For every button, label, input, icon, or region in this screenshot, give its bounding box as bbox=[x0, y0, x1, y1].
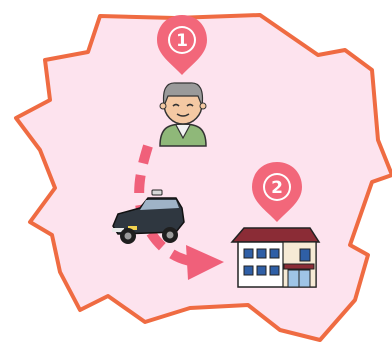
pin-2-label: 2 bbox=[271, 178, 283, 198]
map-region bbox=[16, 15, 392, 340]
pin-1-label: 1 bbox=[176, 31, 188, 51]
elderly-man-icon bbox=[160, 83, 206, 146]
house-icon bbox=[232, 228, 319, 287]
